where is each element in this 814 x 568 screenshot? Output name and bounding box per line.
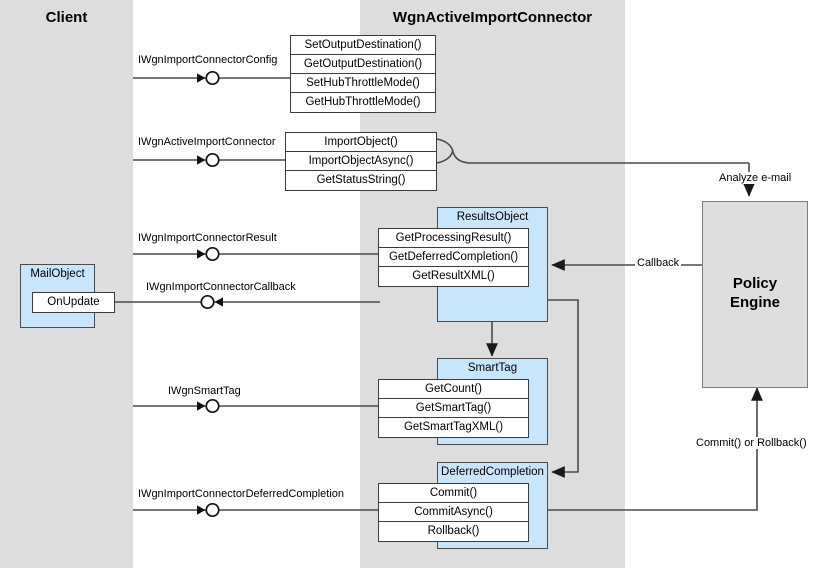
method-row[interactable]: SetOutputDestination() bbox=[291, 36, 435, 55]
socket-iwgnactiveimportconnector bbox=[196, 152, 220, 168]
lane-title-connector: WgnActiveImportConnector bbox=[392, 9, 593, 26]
object-title-mailobject: MailObject bbox=[30, 268, 85, 280]
method-row[interactable]: GetDeferredCompletion() bbox=[379, 248, 528, 267]
method-row[interactable]: GetOutputDestination() bbox=[291, 55, 435, 74]
method-stack-mailobject: OnUpdate bbox=[32, 292, 115, 313]
interface-label-callback: IWgnImportConnectorCallback bbox=[146, 281, 296, 293]
method-row[interactable]: ImportObjectAsync() bbox=[286, 152, 436, 171]
method-row[interactable]: Commit() bbox=[379, 484, 528, 503]
object-title-smarttag: SmartTag bbox=[467, 362, 518, 374]
policy-engine-label-line2: Engine bbox=[729, 294, 780, 311]
method-row[interactable]: ImportObject() bbox=[286, 133, 436, 152]
method-row[interactable]: Rollback() bbox=[379, 522, 528, 541]
socket-iwgnimportconnectordeferredcompletion bbox=[196, 502, 220, 518]
method-stack-deferredcompletion: Commit() CommitAsync() Rollback() bbox=[378, 483, 529, 542]
method-row[interactable]: GetHubThrottleMode() bbox=[291, 93, 435, 112]
method-row[interactable]: GetCount() bbox=[379, 380, 528, 399]
object-title-deferredcompletion: DeferredCompletion bbox=[441, 466, 544, 478]
interface-label-smarttag: IWgnSmartTag bbox=[168, 385, 241, 397]
socket-iwgnsmarttag bbox=[196, 398, 220, 414]
policy-engine-label-line1: Policy bbox=[732, 275, 778, 292]
socket-iwgnimportconnectorresult bbox=[196, 246, 220, 262]
method-row[interactable]: SetHubThrottleMode() bbox=[291, 74, 435, 93]
edge-label-analyze-email: Analyze e-mail bbox=[717, 172, 794, 184]
lane-title-client: Client bbox=[45, 9, 88, 26]
object-title-resultsobject: ResultsObject bbox=[456, 211, 529, 223]
method-row[interactable]: GetSmartTag() bbox=[379, 399, 528, 418]
policy-engine-label: Policy Engine bbox=[702, 274, 808, 312]
socket-iwgnimportconnectorcallback bbox=[200, 294, 224, 310]
interface-label-deferred: IWgnImportConnectorDeferredCompletion bbox=[138, 488, 345, 500]
method-row[interactable]: CommitAsync() bbox=[379, 503, 528, 522]
policy-engine-box bbox=[702, 201, 808, 388]
edge-label-commit-rollback: Commit() or Rollback() bbox=[694, 437, 809, 449]
interface-label-config: IWgnImportConnectorConfig bbox=[138, 54, 278, 66]
method-stack-resultsobject: GetProcessingResult() GetDeferredComplet… bbox=[378, 228, 529, 287]
method-stack-smarttag: GetCount() GetSmartTag() GetSmartTagXML(… bbox=[378, 379, 529, 438]
method-row[interactable]: GetResultXML() bbox=[379, 267, 528, 286]
interface-label-result: IWgnImportConnectorResult bbox=[138, 232, 277, 244]
method-row[interactable]: GetStatusString() bbox=[286, 171, 436, 190]
edge-label-callback: Callback bbox=[635, 257, 682, 269]
method-row[interactable]: OnUpdate bbox=[33, 293, 114, 312]
socket-iwgnimportconnectorconfig bbox=[196, 70, 220, 86]
method-stack-config: SetOutputDestination() GetOutputDestinat… bbox=[290, 35, 436, 113]
method-row[interactable]: GetSmartTagXML() bbox=[379, 418, 528, 437]
interface-label-active: IWgnActiveImportConnector bbox=[138, 136, 276, 148]
method-stack-active: ImportObject() ImportObjectAsync() GetSt… bbox=[285, 132, 437, 191]
method-row[interactable]: GetProcessingResult() bbox=[379, 229, 528, 248]
